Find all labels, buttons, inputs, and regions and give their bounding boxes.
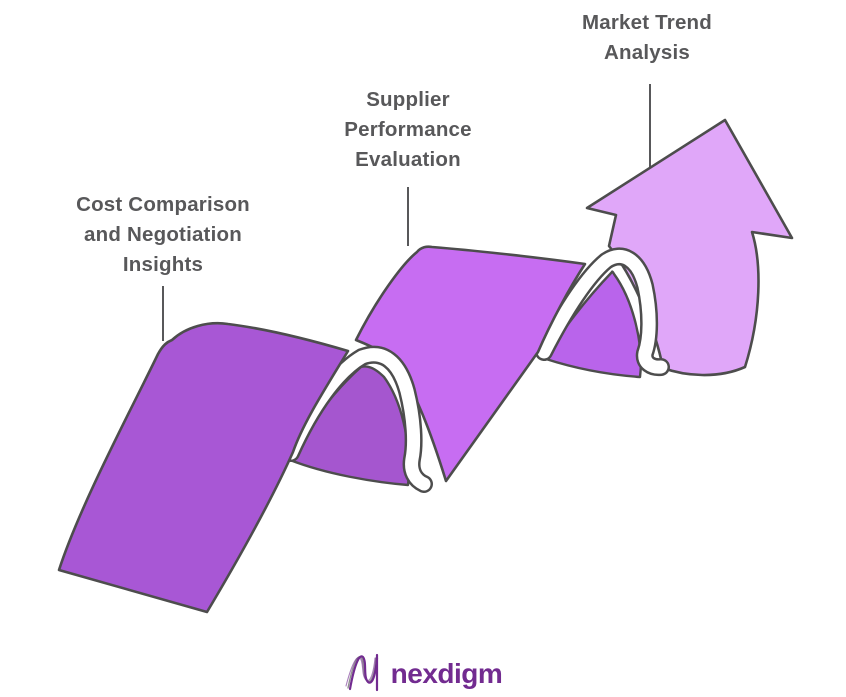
step-3-label-line-1: Market Trend — [582, 11, 712, 34]
wavy-n-icon-purple-stroke — [348, 655, 378, 691]
step-2-label-line-1: Supplier — [366, 88, 450, 111]
step-3-label-line-2: Analysis — [604, 41, 690, 64]
nexdigm-logo: nexdigm — [0, 650, 846, 697]
wavy-n-icon — [344, 650, 384, 697]
step-1-label-line-2: and Negotiation — [84, 223, 242, 246]
logo-wordmark: nexdigm — [390, 657, 503, 689]
step-2-label: Supplier Performance Evaluation — [288, 85, 528, 175]
arrow-segment — [585, 118, 794, 377]
step-1-label-line-1: Cost Comparison — [76, 193, 250, 216]
wavy-n-icon-thin-stroke — [345, 657, 376, 687]
step-2-label-line-2: Performance — [344, 118, 472, 141]
step-3-label: Market Trend Analysis — [527, 8, 767, 68]
fold-band-1 — [284, 348, 431, 491]
fold-band-2 — [537, 250, 668, 374]
step-1-label-line-3: Insights — [122, 253, 204, 276]
step-1-label: Cost Comparison and Negotiation Insights — [43, 190, 283, 280]
step-2-label-line-3: Evaluation — [355, 148, 461, 171]
ribbon-segment-1 — [57, 321, 350, 614]
wavy-n-icon-gray-stroke — [346, 655, 377, 689]
